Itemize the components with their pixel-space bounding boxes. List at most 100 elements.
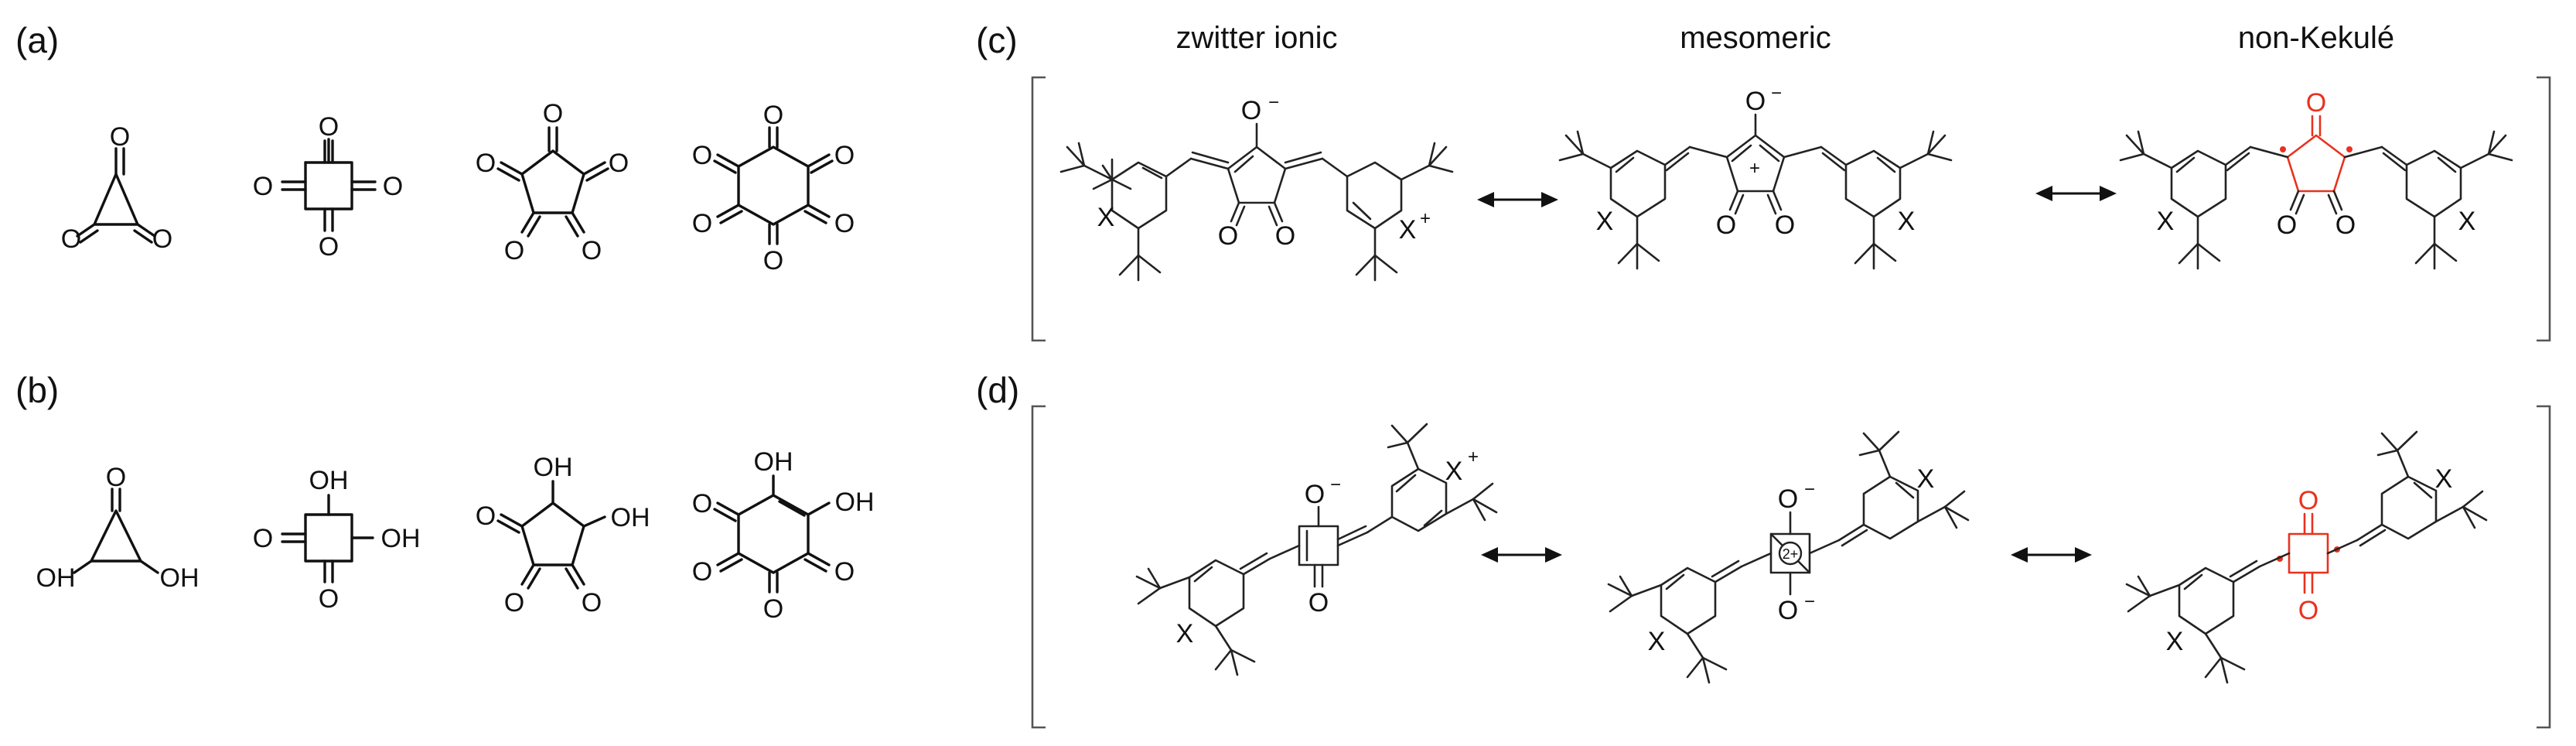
svg-text:O: O bbox=[106, 463, 126, 492]
svg-text:O: O bbox=[1218, 221, 1238, 251]
svg-text:−: − bbox=[1804, 479, 1815, 500]
svg-text:O: O bbox=[383, 172, 403, 201]
svg-text:−: − bbox=[1330, 474, 1341, 495]
molecule-c-non-kekule: O O O X X bbox=[2119, 88, 2513, 270]
rhodizonic-acid: OH OH O O O O bbox=[692, 447, 875, 624]
panel-label-b: (b) bbox=[15, 370, 59, 410]
svg-text:O: O bbox=[692, 141, 712, 170]
svg-text:O: O bbox=[763, 594, 783, 624]
svg-text:OH: OH bbox=[381, 524, 421, 553]
svg-text:O: O bbox=[152, 224, 172, 254]
svg-text:X: X bbox=[2458, 207, 2476, 236]
svg-text:OH: OH bbox=[534, 453, 573, 482]
svg-text:O: O bbox=[253, 524, 273, 553]
svg-text:O: O bbox=[692, 209, 712, 238]
svg-text:O: O bbox=[253, 172, 273, 201]
svg-text:X: X bbox=[1596, 207, 1614, 236]
resonance-arrow-d2 bbox=[2011, 547, 2092, 563]
svg-text:O: O bbox=[763, 101, 783, 130]
svg-text:O: O bbox=[110, 122, 130, 152]
svg-text:O: O bbox=[1775, 210, 1795, 240]
svg-text:X: X bbox=[2435, 464, 2453, 494]
bracket-left-d bbox=[1031, 405, 1046, 729]
deltic-acid: O OH OH bbox=[36, 463, 200, 593]
svg-text:X: X bbox=[1445, 457, 1463, 486]
svg-text:OH: OH bbox=[835, 488, 875, 517]
svg-text:O: O bbox=[1716, 210, 1736, 240]
svg-text:OH: OH bbox=[611, 503, 650, 532]
svg-text:O: O bbox=[319, 112, 339, 142]
column-header-non-kekule: non-Kekulé bbox=[2238, 21, 2394, 55]
bracket-right-c bbox=[2537, 76, 2551, 342]
molecule-d-non-kekule: O O X X bbox=[2125, 430, 2488, 684]
svg-text:O: O bbox=[2298, 486, 2318, 515]
svg-text:O: O bbox=[319, 584, 339, 614]
svg-text:O: O bbox=[476, 149, 496, 178]
svg-text:X: X bbox=[1176, 619, 1194, 648]
svg-text:+: + bbox=[1749, 158, 1760, 179]
svg-text:X: X bbox=[1648, 627, 1666, 656]
svg-text:−: − bbox=[1804, 591, 1815, 612]
svg-text:O: O bbox=[319, 232, 339, 262]
panel-label-a: (a) bbox=[15, 20, 59, 60]
svg-text:OH: OH bbox=[309, 466, 349, 495]
svg-text:O: O bbox=[504, 236, 524, 265]
svg-text:OH: OH bbox=[36, 563, 76, 593]
svg-text:X: X bbox=[2157, 207, 2175, 236]
svg-text:O: O bbox=[692, 557, 712, 587]
molecule-d-mesomeric: 2+ O − O − X X bbox=[1607, 430, 1970, 684]
svg-text:O: O bbox=[2335, 210, 2356, 240]
svg-text:O: O bbox=[1778, 484, 1798, 514]
svg-text:O: O bbox=[582, 236, 602, 265]
svg-text:O: O bbox=[582, 588, 602, 618]
svg-text:O: O bbox=[2277, 210, 2297, 240]
svg-text:O: O bbox=[1305, 480, 1325, 509]
svg-text:X: X bbox=[1097, 203, 1115, 232]
svg-text:X: X bbox=[1399, 215, 1417, 245]
svg-text:2+: 2+ bbox=[1783, 546, 1799, 562]
squaric-acid: OH OH O O bbox=[253, 466, 421, 614]
molecule-c-zwitterionic: O − O O X X + bbox=[1059, 92, 1454, 282]
column-header-zwitterionic: zwitter ionic bbox=[1176, 21, 1338, 55]
svg-text:+: + bbox=[1468, 447, 1479, 467]
svg-text:O: O bbox=[2298, 596, 2318, 625]
svg-text:O: O bbox=[1778, 596, 1798, 625]
croconic-oxocarbon: O O O O O bbox=[476, 99, 629, 265]
svg-text:OH: OH bbox=[754, 447, 793, 477]
resonance-arrow-d1 bbox=[1481, 547, 1562, 563]
svg-text:O: O bbox=[476, 501, 496, 531]
svg-text:O: O bbox=[609, 149, 629, 178]
svg-text:+: + bbox=[1420, 208, 1431, 229]
bracket-right-d bbox=[2537, 405, 2551, 729]
croconic-acid: OH OH O O O bbox=[476, 453, 650, 618]
svg-text:O: O bbox=[504, 588, 524, 618]
svg-text:O: O bbox=[543, 99, 563, 128]
deltic-oxocarbon: O O O bbox=[61, 122, 172, 254]
rhodizonic-oxocarbon: O O O O O O bbox=[692, 101, 855, 275]
svg-text:OH: OH bbox=[160, 563, 200, 593]
svg-text:O: O bbox=[1745, 87, 1766, 116]
svg-text:O: O bbox=[61, 224, 81, 254]
svg-text:O: O bbox=[834, 141, 855, 170]
molecule-d-zwitterionic: O − O X X + bbox=[1135, 423, 1498, 676]
svg-text:X: X bbox=[1898, 207, 1916, 236]
svg-text:O: O bbox=[1275, 221, 1295, 251]
svg-text:O: O bbox=[2306, 88, 2326, 118]
svg-text:O: O bbox=[692, 489, 712, 518]
svg-text:O: O bbox=[834, 209, 855, 238]
svg-text:X: X bbox=[2166, 627, 2184, 656]
resonance-arrow-c2 bbox=[2035, 186, 2117, 201]
resonance-arrow-c1 bbox=[1477, 192, 1558, 207]
svg-text:X: X bbox=[1917, 464, 1935, 494]
svg-text:O: O bbox=[763, 246, 783, 275]
svg-text:O: O bbox=[834, 557, 855, 587]
column-header-mesomeric: mesomeric bbox=[1680, 21, 1831, 55]
panel-label-d: (d) bbox=[976, 370, 1019, 410]
svg-text:−: − bbox=[1268, 92, 1279, 113]
svg-text:O: O bbox=[1241, 96, 1261, 125]
squaric-oxocarbon: O O O O bbox=[253, 112, 403, 262]
svg-text:O: O bbox=[1308, 588, 1329, 618]
panel-label-c: (c) bbox=[976, 20, 1018, 60]
bracket-left-c bbox=[1031, 76, 1046, 342]
